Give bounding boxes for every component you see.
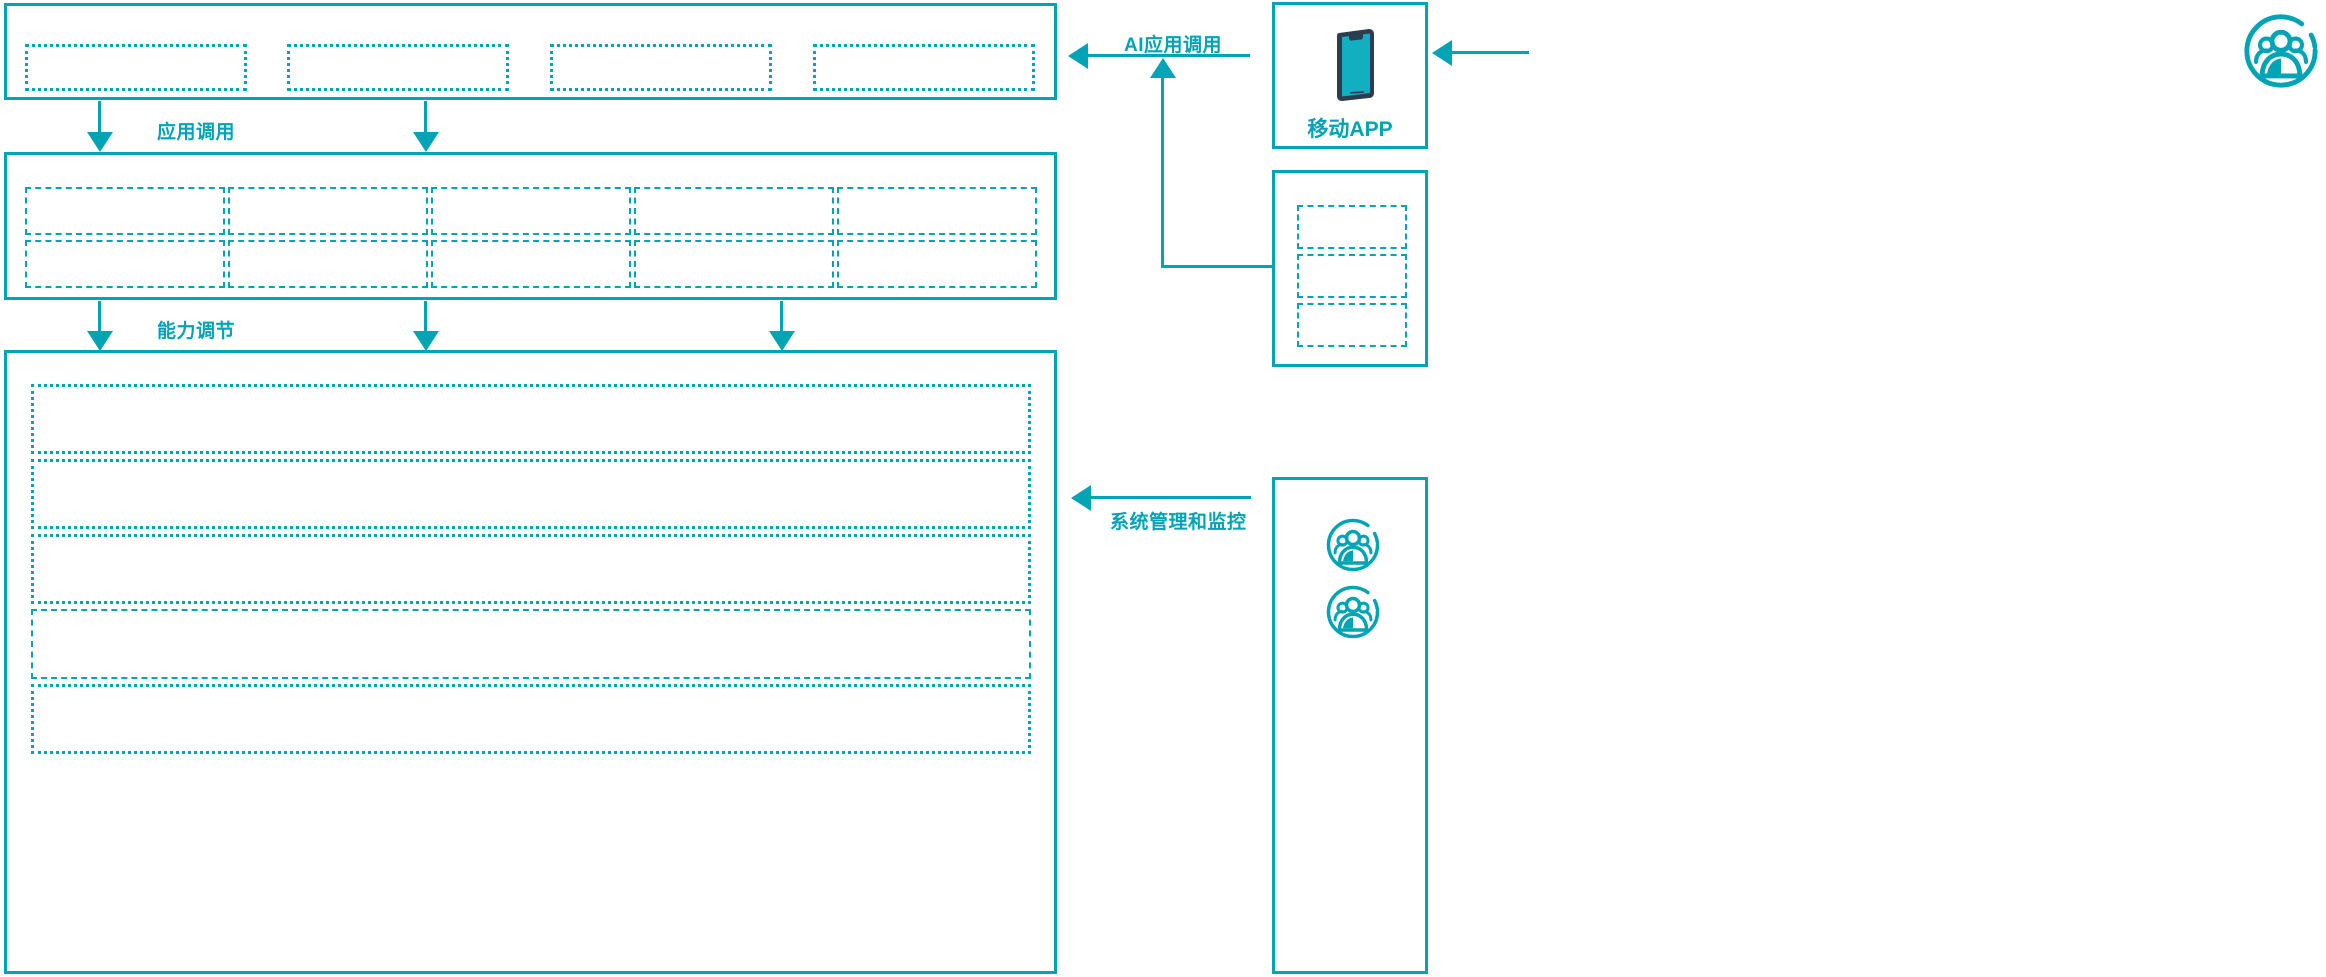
client-channels-riser-head <box>1150 58 1176 78</box>
capability-slot-8[interactable] <box>431 240 631 288</box>
app-invoke-arrow-line-left <box>98 101 101 137</box>
capability-layer-panel[interactable] <box>4 152 1057 300</box>
sys-monitor-arrow-head <box>1071 485 1091 511</box>
mobile-app-node[interactable]: 移动APP <box>1272 2 1428 149</box>
smartphone-icon <box>1325 27 1381 103</box>
operations-users-node[interactable] <box>1272 477 1428 974</box>
operations-user-1-users-group-icon[interactable] <box>1325 517 1381 573</box>
capability-slot-10[interactable] <box>837 240 1037 288</box>
infrastructure-layer-panel[interactable] <box>4 350 1057 974</box>
infrastructure-slot-2[interactable] <box>31 459 1031 529</box>
application-slot-3[interactable] <box>550 44 772 91</box>
infrastructure-slot-1[interactable] <box>31 384 1031 454</box>
capability-tune-arrow-head-2 <box>413 331 439 351</box>
ai-app-invoke-arrow-line <box>1085 54 1250 57</box>
capability-tune-arrow-head-1 <box>87 331 113 351</box>
client-channel-slot-2[interactable] <box>1297 254 1407 298</box>
sys-monitor-label: 系统管理和监控 <box>1110 512 1247 533</box>
application-layer-panel[interactable] <box>4 3 1057 100</box>
client-channel-slot-1[interactable] <box>1297 205 1407 249</box>
capability-slot-1[interactable] <box>25 187 225 235</box>
client-channel-slot-3[interactable] <box>1297 303 1407 347</box>
end-user-arrow-head <box>1432 40 1452 66</box>
end-user-arrow-line <box>1450 51 1529 54</box>
infrastructure-slot-5[interactable] <box>31 684 1031 754</box>
app-invoke-arrow-head-right <box>413 132 439 152</box>
capability-slot-7[interactable] <box>228 240 428 288</box>
capability-slot-6[interactable] <box>25 240 225 288</box>
client-channels-riser-line <box>1161 77 1164 267</box>
ai-app-invoke-label: AI应用调用 <box>1124 35 1223 56</box>
sys-monitor-arrow-line <box>1089 496 1251 499</box>
infrastructure-slot-3[interactable] <box>31 534 1031 604</box>
capability-tune-arrow-line-3 <box>780 301 783 337</box>
app-invoke-arrow-head-left <box>87 132 113 152</box>
capability-tune-arrow-line-2 <box>424 301 427 337</box>
capability-slot-9[interactable] <box>634 240 834 288</box>
capability-slot-3[interactable] <box>431 187 631 235</box>
mobile-app-caption: 移动APP <box>1307 118 1393 141</box>
capability-slot-5[interactable] <box>837 187 1037 235</box>
capability-slot-4[interactable] <box>634 187 834 235</box>
capability-tune-arrow-line-1 <box>98 301 101 337</box>
capability-tune-arrow-head-3 <box>769 331 795 351</box>
app-invoke-arrow-line-right <box>424 101 427 137</box>
ai-app-invoke-arrow-head <box>1068 43 1088 69</box>
client-channels-riser-foot <box>1161 265 1273 268</box>
client-channels-node[interactable] <box>1272 170 1428 367</box>
infrastructure-slot-4[interactable] <box>31 609 1031 679</box>
capability-slot-2[interactable] <box>228 187 428 235</box>
operations-user-2-users-group-icon[interactable] <box>1325 584 1381 640</box>
application-slot-2[interactable] <box>287 44 509 91</box>
capability-tune-label: 能力调节 <box>157 321 236 342</box>
app-invoke-label: 应用调用 <box>157 122 236 143</box>
application-slot-1[interactable] <box>25 44 247 91</box>
application-slot-4[interactable] <box>813 44 1035 91</box>
end-user-users-group-icon[interactable] <box>2242 12 2320 90</box>
